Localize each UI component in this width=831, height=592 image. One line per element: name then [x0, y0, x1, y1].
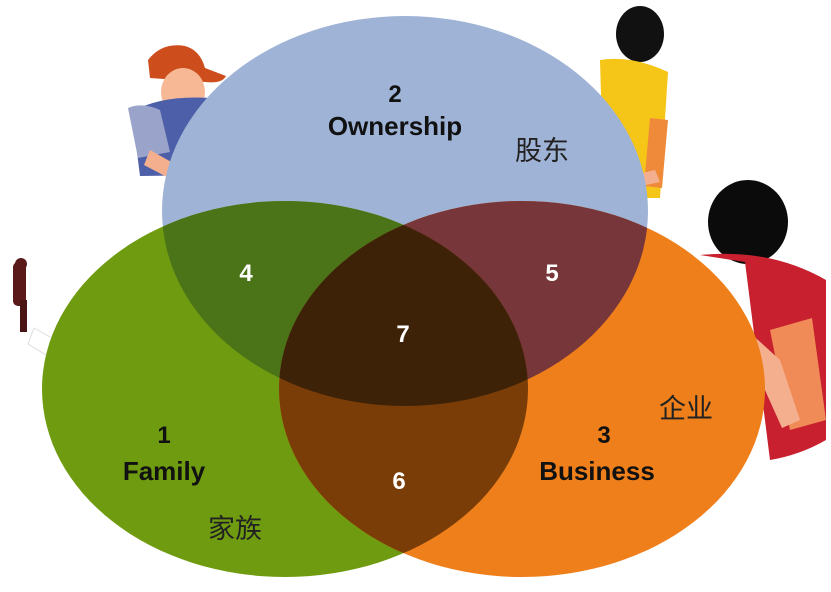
- overlap-family-ownership-number: 4: [239, 260, 253, 287]
- business-number: 3: [597, 422, 610, 449]
- business-label: Business: [539, 456, 655, 486]
- ownership-label: Ownership: [328, 111, 462, 141]
- overlap-all-three-number: 7: [396, 321, 409, 348]
- overlap-family-business-number: 6: [392, 468, 405, 495]
- family-number: 1: [157, 422, 170, 449]
- family-label-cn: 家族: [208, 514, 262, 545]
- ownership-number: 2: [388, 81, 401, 108]
- overlap-ownership-business-number: 5: [545, 260, 558, 287]
- family-label: Family: [123, 456, 206, 486]
- business-label-cn: 企业: [659, 394, 713, 425]
- ownership-label-cn: 股东: [515, 136, 569, 167]
